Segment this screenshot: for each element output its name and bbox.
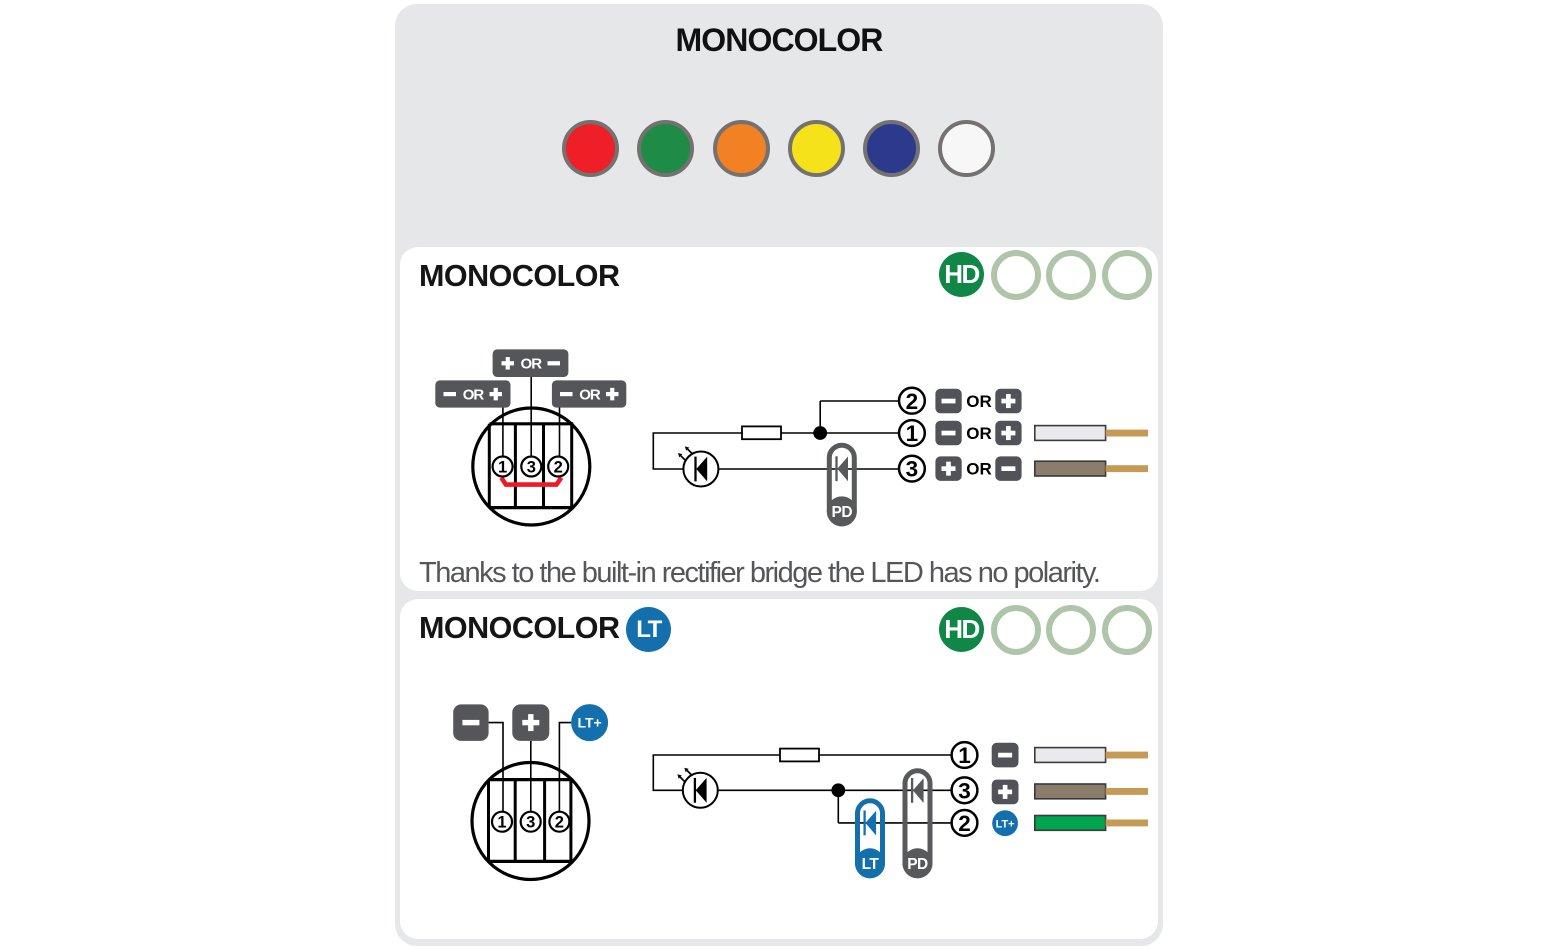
svg-text:3: 3 — [526, 814, 535, 832]
svg-text:OR: OR — [966, 424, 992, 443]
svg-text:LT+: LT+ — [577, 715, 601, 731]
svg-text:OR: OR — [966, 392, 992, 411]
svg-text:2: 2 — [958, 811, 971, 836]
svg-text:LT+: LT+ — [996, 818, 1015, 830]
svg-text:1: 1 — [498, 458, 507, 476]
svg-text:1: 1 — [958, 743, 971, 768]
svg-text:1: 1 — [906, 421, 919, 446]
svg-text:2: 2 — [554, 458, 563, 476]
svg-text:OR: OR — [463, 386, 485, 403]
svg-text:OR: OR — [579, 386, 601, 403]
svg-text:1: 1 — [497, 814, 506, 832]
svg-text:PD: PD — [907, 856, 928, 873]
svg-text:3: 3 — [906, 457, 919, 482]
svg-text:PD: PD — [832, 504, 853, 521]
svg-text:OR: OR — [966, 460, 992, 479]
svg-text:OR: OR — [521, 356, 543, 373]
svg-text:2: 2 — [906, 389, 919, 414]
svg-text:LT: LT — [862, 856, 880, 873]
svg-text:3: 3 — [958, 778, 971, 803]
svg-text:3: 3 — [527, 458, 536, 476]
svg-text:2: 2 — [555, 814, 564, 832]
